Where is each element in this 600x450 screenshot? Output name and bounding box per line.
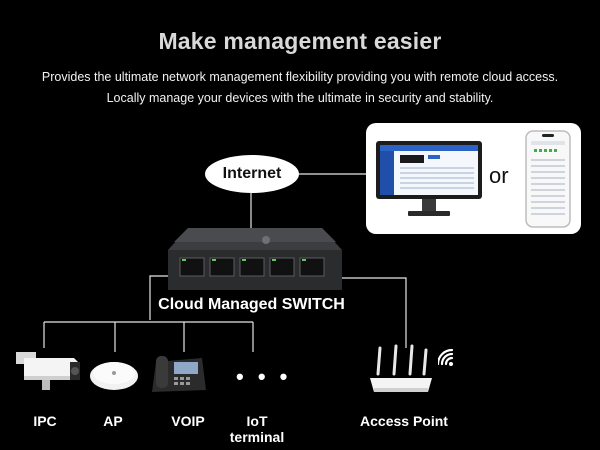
router-icon	[370, 344, 432, 392]
label-access-point: Access Point	[360, 413, 448, 429]
monitor-icon	[376, 141, 482, 216]
label-iot-line1: IoT	[246, 413, 268, 429]
label-ipc: IPC	[33, 413, 57, 429]
subtitle-line-1: Provides the ultimate network management…	[41, 70, 559, 84]
label-iot-terminal: IoT terminal	[222, 413, 292, 445]
more-devices-dots: • • •	[236, 364, 292, 389]
page-title: Make management easier	[158, 28, 442, 54]
camera-icon	[16, 352, 80, 390]
internet-bubble: Internet	[205, 155, 299, 193]
label-voip: VOIP	[171, 413, 205, 429]
voip-phone-icon	[152, 356, 206, 392]
wifi-icon	[438, 348, 454, 366]
ceiling-ap-icon	[90, 362, 138, 390]
device-panel: or	[366, 123, 581, 234]
label-ap: AP	[103, 413, 123, 429]
switch-label: Cloud Managed SWITCH	[158, 296, 345, 313]
phone-icon	[525, 130, 571, 228]
switch-icon	[168, 228, 342, 290]
or-label: or	[489, 163, 509, 188]
subtitle-line-2: Locally manage your devices with the ult…	[106, 91, 494, 105]
label-iot-line2: terminal	[229, 429, 285, 445]
